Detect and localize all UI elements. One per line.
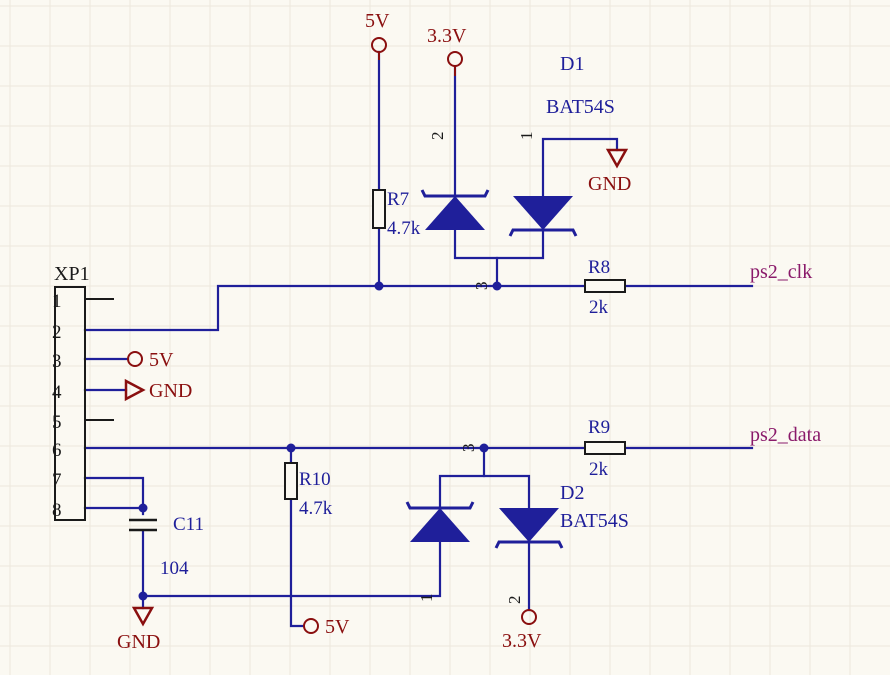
gnd-symbol-c11[interactable]: GND [117, 606, 160, 653]
pin-number: 1 [52, 291, 62, 312]
r10-value: 4.7k [299, 498, 333, 519]
junction-dot [138, 591, 148, 601]
d1-value: BAT54S [546, 96, 615, 118]
pin-number: 2 [52, 322, 62, 343]
d2-ref: D2 [560, 482, 584, 504]
r8-ref: R8 [588, 257, 610, 278]
power-port-5v-xp1[interactable]: 5V [127, 349, 174, 371]
power-label: GND [149, 380, 192, 402]
pin-number: 3 [52, 351, 62, 372]
c11-value: 104 [160, 558, 189, 579]
power-port-3v3-d2[interactable]: 3.3V [502, 609, 542, 652]
diode-triangle [499, 508, 559, 542]
wire-d1-anodes [453, 228, 545, 260]
d2-value: BAT54S [560, 510, 629, 532]
wire-xp1-pin7-to-c11 [83, 476, 145, 516]
wire-d1-pin1-to-gnd [541, 137, 619, 198]
junction-dot [492, 281, 502, 291]
r8-value: 2k [589, 297, 609, 318]
power-port-5v-r10[interactable]: 5V [303, 616, 350, 638]
diode-triangle [425, 196, 485, 230]
diode-bar [494, 540, 564, 549]
connector-ref: XP1 [54, 263, 90, 285]
d1-pin3-number: 3 [472, 282, 491, 291]
net-label-ps2-data[interactable]: ps2_data [750, 424, 821, 446]
d2-pin2-number: 2 [505, 596, 524, 605]
xp1-pin-stubs [85, 298, 114, 421]
pin-number: 4 [52, 382, 62, 403]
pin-number: 6 [52, 440, 62, 461]
net-label-text: ps2_data [750, 424, 821, 446]
pin-number: 8 [52, 500, 62, 521]
power-port-3v3-top[interactable]: 3.3V [427, 25, 467, 76]
resistor-r7[interactable]: R7 4.7k [372, 189, 421, 239]
wire-r10-to-5v [289, 497, 305, 628]
junctions [138, 281, 502, 601]
wire-d2-cathodes [438, 474, 531, 510]
diode-triangle [513, 196, 573, 230]
power-label: 3.3V [502, 630, 542, 652]
net-label-ps2-clk[interactable]: ps2_clk [750, 261, 812, 283]
pin-number: 7 [52, 470, 62, 491]
d1-ref: D1 [560, 53, 584, 75]
diode-bar [405, 501, 475, 510]
power-label: GND [588, 173, 631, 195]
gnd-symbol-d1[interactable]: GND [588, 148, 631, 195]
c11-ref: C11 [173, 514, 204, 535]
power-label: GND [117, 631, 160, 653]
junction-dot [374, 281, 384, 291]
d1-pin1-number: 1 [517, 132, 536, 141]
power-port-5v-top[interactable]: 5V [365, 10, 390, 60]
gnd-symbol-xp1[interactable]: GND [124, 378, 192, 402]
power-label: 3.3V [427, 25, 467, 47]
capacitor-c11[interactable]: C11 104 [129, 514, 204, 579]
diode-d2[interactable]: D2 BAT54S 1 2 3 [405, 444, 629, 605]
wires [83, 50, 754, 628]
resistor-r8[interactable]: R8 2k [584, 257, 626, 318]
power-label: 5V [365, 10, 390, 32]
r7-value: 4.7k [387, 218, 421, 239]
resistor-r9[interactable]: R9 2k [584, 417, 626, 480]
d2-pin3-number: 3 [459, 444, 478, 453]
wire-d2-pin1-to-gnd-bus [141, 540, 442, 598]
net-label-text: ps2_clk [750, 261, 812, 283]
d1-pin2-number: 2 [428, 132, 447, 141]
diode-triangle [410, 508, 470, 542]
power-label: 5V [149, 349, 174, 371]
diode-bar [420, 189, 490, 198]
r7-ref: R7 [387, 189, 409, 210]
r10-ref: R10 [299, 469, 331, 490]
r9-ref: R9 [588, 417, 610, 438]
diode-d1[interactable]: D1 BAT54S 2 1 3 [420, 53, 615, 291]
d2-pin1-number: 1 [417, 594, 436, 603]
wire-xp1-pin2-to-clk [83, 284, 587, 332]
junction-dot [286, 443, 296, 453]
diode-bar [508, 228, 578, 237]
r9-value: 2k [589, 459, 609, 480]
power-label: 5V [325, 616, 350, 638]
connector-xp1[interactable]: XP1 1 2 3 4 5 6 7 8 [52, 263, 90, 521]
resistor-r10[interactable]: R10 4.7k [284, 462, 333, 519]
junction-dot [479, 443, 489, 453]
pin-number: 5 [52, 412, 62, 433]
junction-dot [138, 503, 148, 513]
